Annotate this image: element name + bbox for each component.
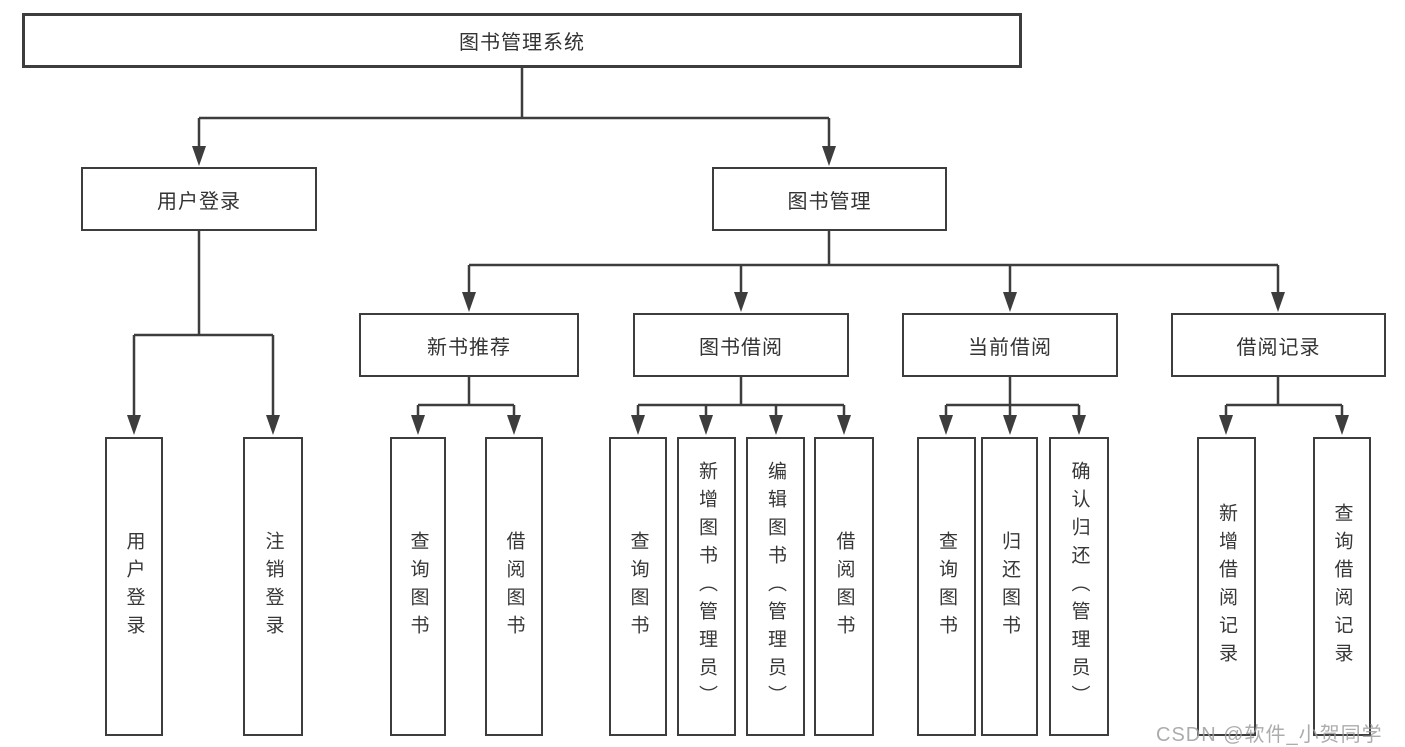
- leaf-logout-label: 注销登录: [262, 530, 284, 643]
- node-book-management: 图书管理: [712, 167, 947, 231]
- node-user-login: 用户登录: [81, 167, 317, 231]
- leaf-record-query-borrow-record: 查询借阅记录: [1313, 437, 1371, 736]
- leaf-borrow-add-books-admin-label: 新增图书（管理员）: [696, 460, 717, 713]
- node-book-borrow-label: 图书借阅: [699, 336, 783, 359]
- node-current-borrow: 当前借阅: [902, 313, 1118, 377]
- node-book-management-label: 图书管理: [787, 190, 872, 213]
- leaf-record-query-borrow-record-label: 查询借阅记录: [1331, 502, 1353, 671]
- node-root-label: 图书管理系统: [459, 32, 585, 54]
- node-new-book-recommend-label: 新书推荐: [427, 336, 511, 359]
- leaf-current-query-books-label: 查询图书: [936, 530, 957, 643]
- leaf-newbook-borrow-books: 借阅图书: [485, 437, 543, 736]
- leaf-borrow-borrow-books-label: 借阅图书: [833, 530, 855, 643]
- leaf-current-query-books: 查询图书: [917, 437, 976, 736]
- node-current-borrow-label: 当前借阅: [968, 336, 1052, 359]
- node-book-borrow: 图书借阅: [633, 313, 849, 377]
- leaf-borrow-query-books-label: 查询图书: [627, 530, 649, 643]
- leaf-borrow-edit-books-admin-label: 编辑图书（管理员）: [765, 460, 786, 713]
- leaf-current-return-books: 归还图书: [981, 437, 1038, 736]
- leaf-current-return-books-label: 归还图书: [999, 530, 1020, 643]
- leaf-borrow-query-books: 查询图书: [609, 437, 667, 736]
- node-borrow-record: 借阅记录: [1171, 313, 1386, 377]
- leaf-record-add-borrow-record-label: 新增借阅记录: [1216, 502, 1237, 671]
- leaf-borrow-edit-books-admin: 编辑图书（管理员）: [746, 437, 805, 736]
- leaf-current-confirm-return-admin-label: 确认归还（管理员）: [1068, 460, 1090, 713]
- leaf-logout: 注销登录: [243, 437, 303, 736]
- leaf-newbook-borrow-books-label: 借阅图书: [503, 530, 525, 643]
- node-new-book-recommend: 新书推荐: [359, 313, 579, 377]
- csdn-watermark: CSDN @软件_小贺同学: [1156, 724, 1383, 746]
- node-root: 图书管理系统: [22, 13, 1022, 68]
- leaf-borrow-borrow-books: 借阅图书: [814, 437, 874, 736]
- leaf-newbook-query-books-label: 查询图书: [407, 530, 429, 643]
- leaf-current-confirm-return-admin: 确认归还（管理员）: [1049, 437, 1109, 736]
- leaf-record-add-borrow-record: 新增借阅记录: [1197, 437, 1256, 736]
- leaf-borrow-add-books-admin: 新增图书（管理员）: [677, 437, 736, 736]
- node-user-login-label: 用户登录: [157, 190, 241, 213]
- leaf-user-login: 用户登录: [105, 437, 163, 736]
- leaf-newbook-query-books: 查询图书: [390, 437, 446, 736]
- node-borrow-record-label: 借阅记录: [1236, 336, 1321, 359]
- leaf-user-login-label: 用户登录: [123, 530, 145, 643]
